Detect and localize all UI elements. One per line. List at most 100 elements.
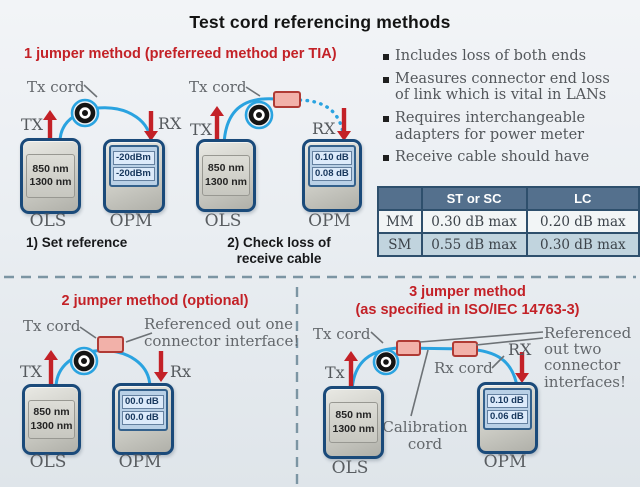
m1s1-caption: 1) Set reference <box>26 235 128 250</box>
m3-tx-label: Tx <box>325 363 345 382</box>
opm-reading-2: 00.0 dB <box>122 411 164 425</box>
sm-lc-value: 0.30 dB max <box>525 232 640 257</box>
m2-ols-display: 850 nm 1300 nm <box>28 400 75 439</box>
connector-icon-m3-left <box>396 340 421 356</box>
connector-icon-m3-right <box>452 341 478 357</box>
tx-up-arrow-m2 <box>44 350 58 384</box>
bullet-square-icon <box>383 155 389 162</box>
mandrel-icon-m1s2 <box>244 100 274 130</box>
method1-heading: 1 jumper method (preferreed method per T… <box>24 46 337 62</box>
connector-icons <box>97 91 478 357</box>
m1s2-tx-label: TX <box>190 120 213 139</box>
m2-tx-cord-label: Tx cord <box>23 317 81 335</box>
table-row: SM 0.55 dB max 0.30 dB max <box>377 232 640 257</box>
row-label-sm: SM <box>377 232 423 257</box>
m3-ols-display: 850 nm 1300 nm <box>329 402 378 443</box>
note-text: Receive cable should have <box>395 149 590 166</box>
list-item: Receive cable should have <box>383 149 640 166</box>
m1s2-ols-device: 850 nm 1300 nm <box>196 139 256 212</box>
m3-referenced-note: Referenced out two connector interfaces! <box>544 324 632 391</box>
table-header-row: ST or SC LC <box>377 186 640 211</box>
m1s2-ols-display: 850 nm 1300 nm <box>202 155 250 196</box>
table-row: MM 0.30 dB max 0.20 dB max <box>377 209 640 234</box>
list-item: Includes loss of both ends <box>383 48 640 65</box>
m3-ols-device: 850 nm 1300 nm <box>323 386 384 459</box>
tx-up-arrow-m3 <box>344 351 358 386</box>
m1s1-tx-label: TX <box>21 115 44 134</box>
bullet-square-icon <box>383 76 389 83</box>
m3-opm-label: OPM <box>483 452 527 472</box>
connector-icon-m1s2 <box>273 91 301 108</box>
m1s1-ols-display: 850 nm 1300 nm <box>26 154 75 198</box>
rx-down-arrow-m1s1 <box>144 111 158 141</box>
note-text: Requires interchangeable adapters for po… <box>395 110 586 143</box>
m2-ols-label: OLS <box>29 452 67 472</box>
opm-reading-2: 0.08 dB <box>312 167 352 181</box>
m1s2-opm-device: 0.10 dB 0.08 dB <box>302 139 362 212</box>
ols-wavelength-2: 1300 nm <box>30 419 73 432</box>
loss-limits-table: ST or SC LC MM 0.30 dB max 0.20 dB max S… <box>377 186 640 257</box>
ols-wavelength-2: 1300 nm <box>204 175 248 188</box>
cable-method1-step2-txcord <box>222 97 278 146</box>
ols-wavelength-1: 850 nm <box>207 162 245 175</box>
ols-wavelength-1: 850 nm <box>32 162 69 175</box>
corner-header-cell <box>377 186 423 211</box>
m3-calibration-cord-label: Calibration cord <box>382 418 468 453</box>
tx-up-arrow-m1s1 <box>43 110 57 140</box>
m3-ols-label: OLS <box>331 458 369 478</box>
m1s2-tx-cord-label: Tx cord <box>189 78 247 96</box>
list-item: Requires interchangeable adapters for po… <box>383 110 640 143</box>
mandrel-icon-m1s1 <box>70 98 100 128</box>
cable-method1-step2-dotted <box>298 98 346 143</box>
ols-wavelength-2: 1300 nm <box>29 176 72 188</box>
ols-wavelength-1: 850 nm <box>335 409 372 422</box>
note-text: Measures connector end loss of link whic… <box>395 70 610 104</box>
mandrel-loop-icons <box>69 98 400 376</box>
connector-icon-m2 <box>97 336 124 353</box>
m1s1-opm-device: -20dBm -20dBm <box>103 139 165 213</box>
m1s2-rx-label: RX <box>312 119 336 138</box>
notes-list: Includes loss of both ends Measures conn… <box>383 48 640 166</box>
opm-reading-1: -20dBm <box>113 151 155 165</box>
m3-tx-cord-label: Tx cord <box>313 325 371 343</box>
m1s2-caption: 2) Check loss of receive cable <box>227 235 331 266</box>
callout-lines <box>79 84 544 417</box>
note-text: Includes loss of both ends <box>395 48 587 64</box>
bullet-square-icon <box>383 54 389 60</box>
header-st-sc: ST or SC <box>420 186 528 211</box>
m1s1-ols-label: OLS <box>29 211 67 231</box>
section-divider-lines <box>4 275 636 484</box>
opm-reading-1: 00.0 dB <box>122 395 164 409</box>
mandrel-icon-m3 <box>372 348 400 376</box>
page-title: Test cord referencing methods <box>189 12 451 32</box>
tx-up-arrow-m1s2 <box>210 106 224 140</box>
opm-reading-1: 0.10 dB <box>312 151 352 165</box>
m3-opm-device: 0.10 dB 0.06 dB <box>477 382 538 454</box>
m2-rx-label: Rx <box>170 362 192 381</box>
m1s1-ols-device: 850 nm 1300 nm <box>20 138 81 214</box>
rx-down-arrow-m1s2 <box>337 108 351 141</box>
method2-heading: 2 jumper method (optional) <box>61 293 249 309</box>
m1s2-ols-label: OLS <box>204 211 242 231</box>
mm-st-sc-value: 0.30 dB max <box>420 209 528 234</box>
m1s1-rx-label: RX <box>158 114 182 133</box>
m3-rx-cord-label: Rx cord <box>434 359 493 377</box>
cable-method1-step1 <box>58 106 153 146</box>
bullet-square-icon <box>383 116 389 123</box>
row-label-mm: MM <box>377 209 423 234</box>
signal-arrows <box>43 106 529 386</box>
m3-opm-display: 0.10 dB 0.06 dB <box>483 388 532 430</box>
list-item: Measures connector end loss of link whic… <box>383 71 640 104</box>
m2-tx-label: TX <box>20 362 43 381</box>
m1s2-opm-display: 0.10 dB 0.08 dB <box>308 145 356 187</box>
opm-reading-2: 0.06 dB <box>487 410 528 424</box>
opm-reading-1: 0.10 dB <box>487 394 528 408</box>
ols-wavelength-1: 850 nm <box>33 406 70 419</box>
sm-st-sc-value: 0.55 dB max <box>420 232 528 257</box>
opm-reading-2: -20dBm <box>113 167 155 181</box>
mm-lc-value: 0.20 dB max <box>525 209 640 234</box>
m2-opm-display: 00.0 dB 00.0 dB <box>118 389 168 431</box>
fiber-cables <box>54 97 519 392</box>
